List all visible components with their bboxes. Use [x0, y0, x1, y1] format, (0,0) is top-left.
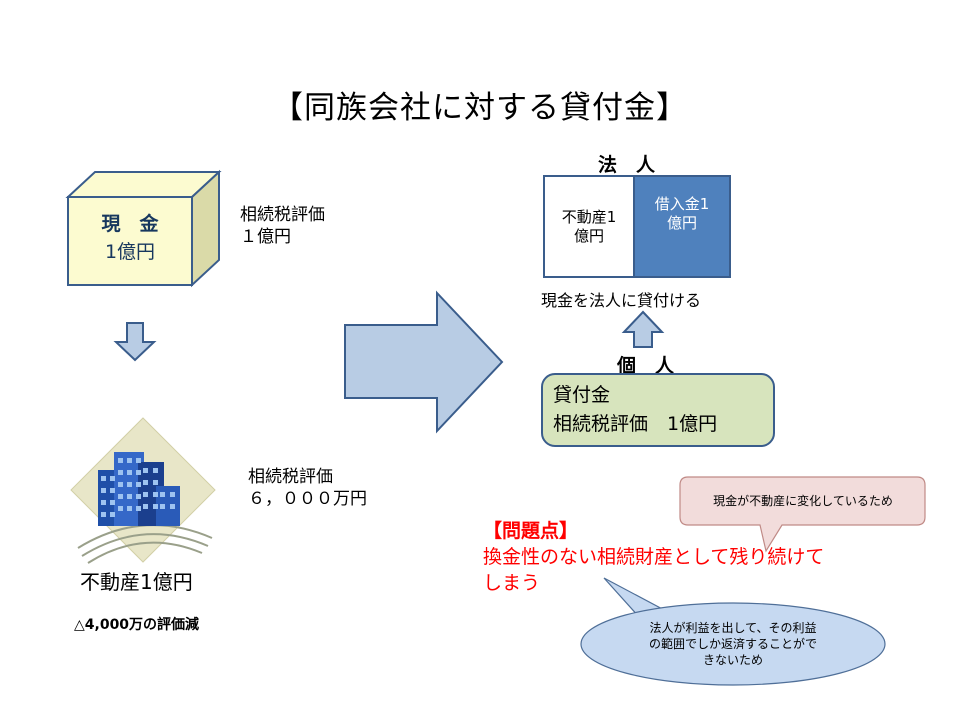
cash-eval-line1: 相続税評価 [240, 205, 325, 225]
callout-bottom-line1: 法人が利益を出して、その利益 [649, 621, 817, 635]
cash-eval-line2: １億円 [240, 227, 291, 247]
right-arrow-icon [344, 290, 504, 434]
problem-heading: 【問題点】 [483, 520, 579, 542]
decrease-note: △4,000万の評価減 [74, 617, 200, 633]
callout-bottom-line2: の範囲でしか返済することがで [648, 637, 817, 651]
cash-cube [65, 169, 222, 288]
loan-line1: 貸付金 [553, 384, 611, 406]
debt-cell-line1: 借入金1 [654, 194, 710, 213]
asset-cell-line2: 億円 [573, 226, 604, 245]
cash-box-line1: 現 金 [101, 213, 159, 235]
cash-eval: 相続税評価 １億円 [240, 204, 325, 248]
realestate-label: 不動産1億円 [80, 570, 193, 594]
realestate-eval-line1: 相続税評価 [248, 467, 333, 487]
problem-line1: 換金性のない相続財産として残り続けて [483, 546, 825, 568]
realestate-eval-line2: ６，０００万円 [248, 489, 367, 509]
loan-box: 貸付金 相続税評価 1億円 [541, 373, 775, 447]
asset-cell-line1: 不動産1 [561, 207, 617, 226]
corporation-asset-cell: 不動産1 億円 [543, 175, 635, 278]
problem-line2: しまう [483, 572, 541, 594]
cash-box-label: 現 金 1億円 [68, 210, 192, 266]
realestate-eval: 相続税評価 ６，０００万円 [248, 466, 367, 510]
building-icon [70, 417, 216, 564]
problem-section: 【問題点】 換金性のない相続財産として残り続けて しまう [483, 518, 824, 596]
cash-box-line2: 1億円 [104, 241, 156, 263]
debt-cell-line2: 億円 [666, 213, 697, 232]
loan-line2: 相続税評価 1億円 [553, 413, 718, 435]
callout-bottom-text: 法人が利益を出して、その利益 の範囲でしか返済することがで きないため [600, 620, 866, 668]
corporation-caption: 現金を法人に貸付ける [541, 291, 702, 310]
page-title: 【同族会社に対する貸付金】 [272, 90, 688, 126]
callout-bottom-shape [580, 602, 886, 686]
individual-heading: 個 人 [617, 355, 675, 377]
down-arrow-icon [113, 322, 157, 362]
callout-top-shape [679, 476, 926, 553]
corporation-debt-cell: 借入金1 億円 [633, 175, 731, 278]
callout-top-text: 現金が不動産に変化しているため [713, 494, 893, 508]
callout-bottom-line3: きないため [702, 653, 763, 667]
up-arrow-icon [621, 310, 665, 348]
corporation-heading: 法 人 [598, 154, 656, 176]
